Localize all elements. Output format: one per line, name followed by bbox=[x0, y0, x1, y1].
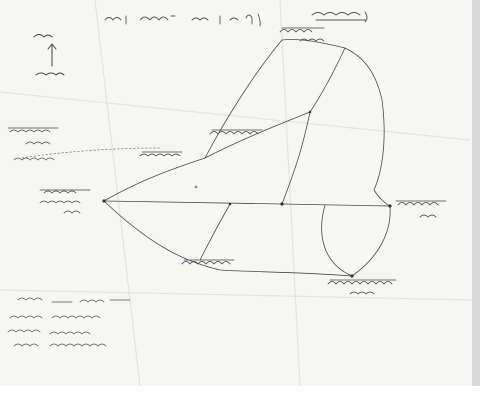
label-north-top-settlement bbox=[279, 27, 325, 42]
bottom-margin bbox=[0, 386, 480, 405]
junction-markers bbox=[102, 110, 392, 278]
label-center-road bbox=[139, 151, 183, 157]
label-center-junction bbox=[209, 129, 263, 135]
label-left-margin-note bbox=[7, 127, 59, 145]
map-title-scribble bbox=[104, 11, 368, 27]
paper bbox=[0, 0, 472, 386]
bottom-left-notes bbox=[7, 297, 131, 347]
paper-creases bbox=[0, 0, 473, 387]
label-southeast-settlement bbox=[327, 279, 397, 295]
footpath-left bbox=[21, 147, 161, 159]
label-scribble-left bbox=[13, 157, 55, 161]
label-east-settlement bbox=[395, 200, 447, 218]
village-boundary-line bbox=[103, 39, 391, 277]
label-west-settlement bbox=[39, 189, 91, 214]
north-arrow-icon bbox=[33, 34, 65, 76]
label-south-settlement bbox=[181, 259, 235, 265]
